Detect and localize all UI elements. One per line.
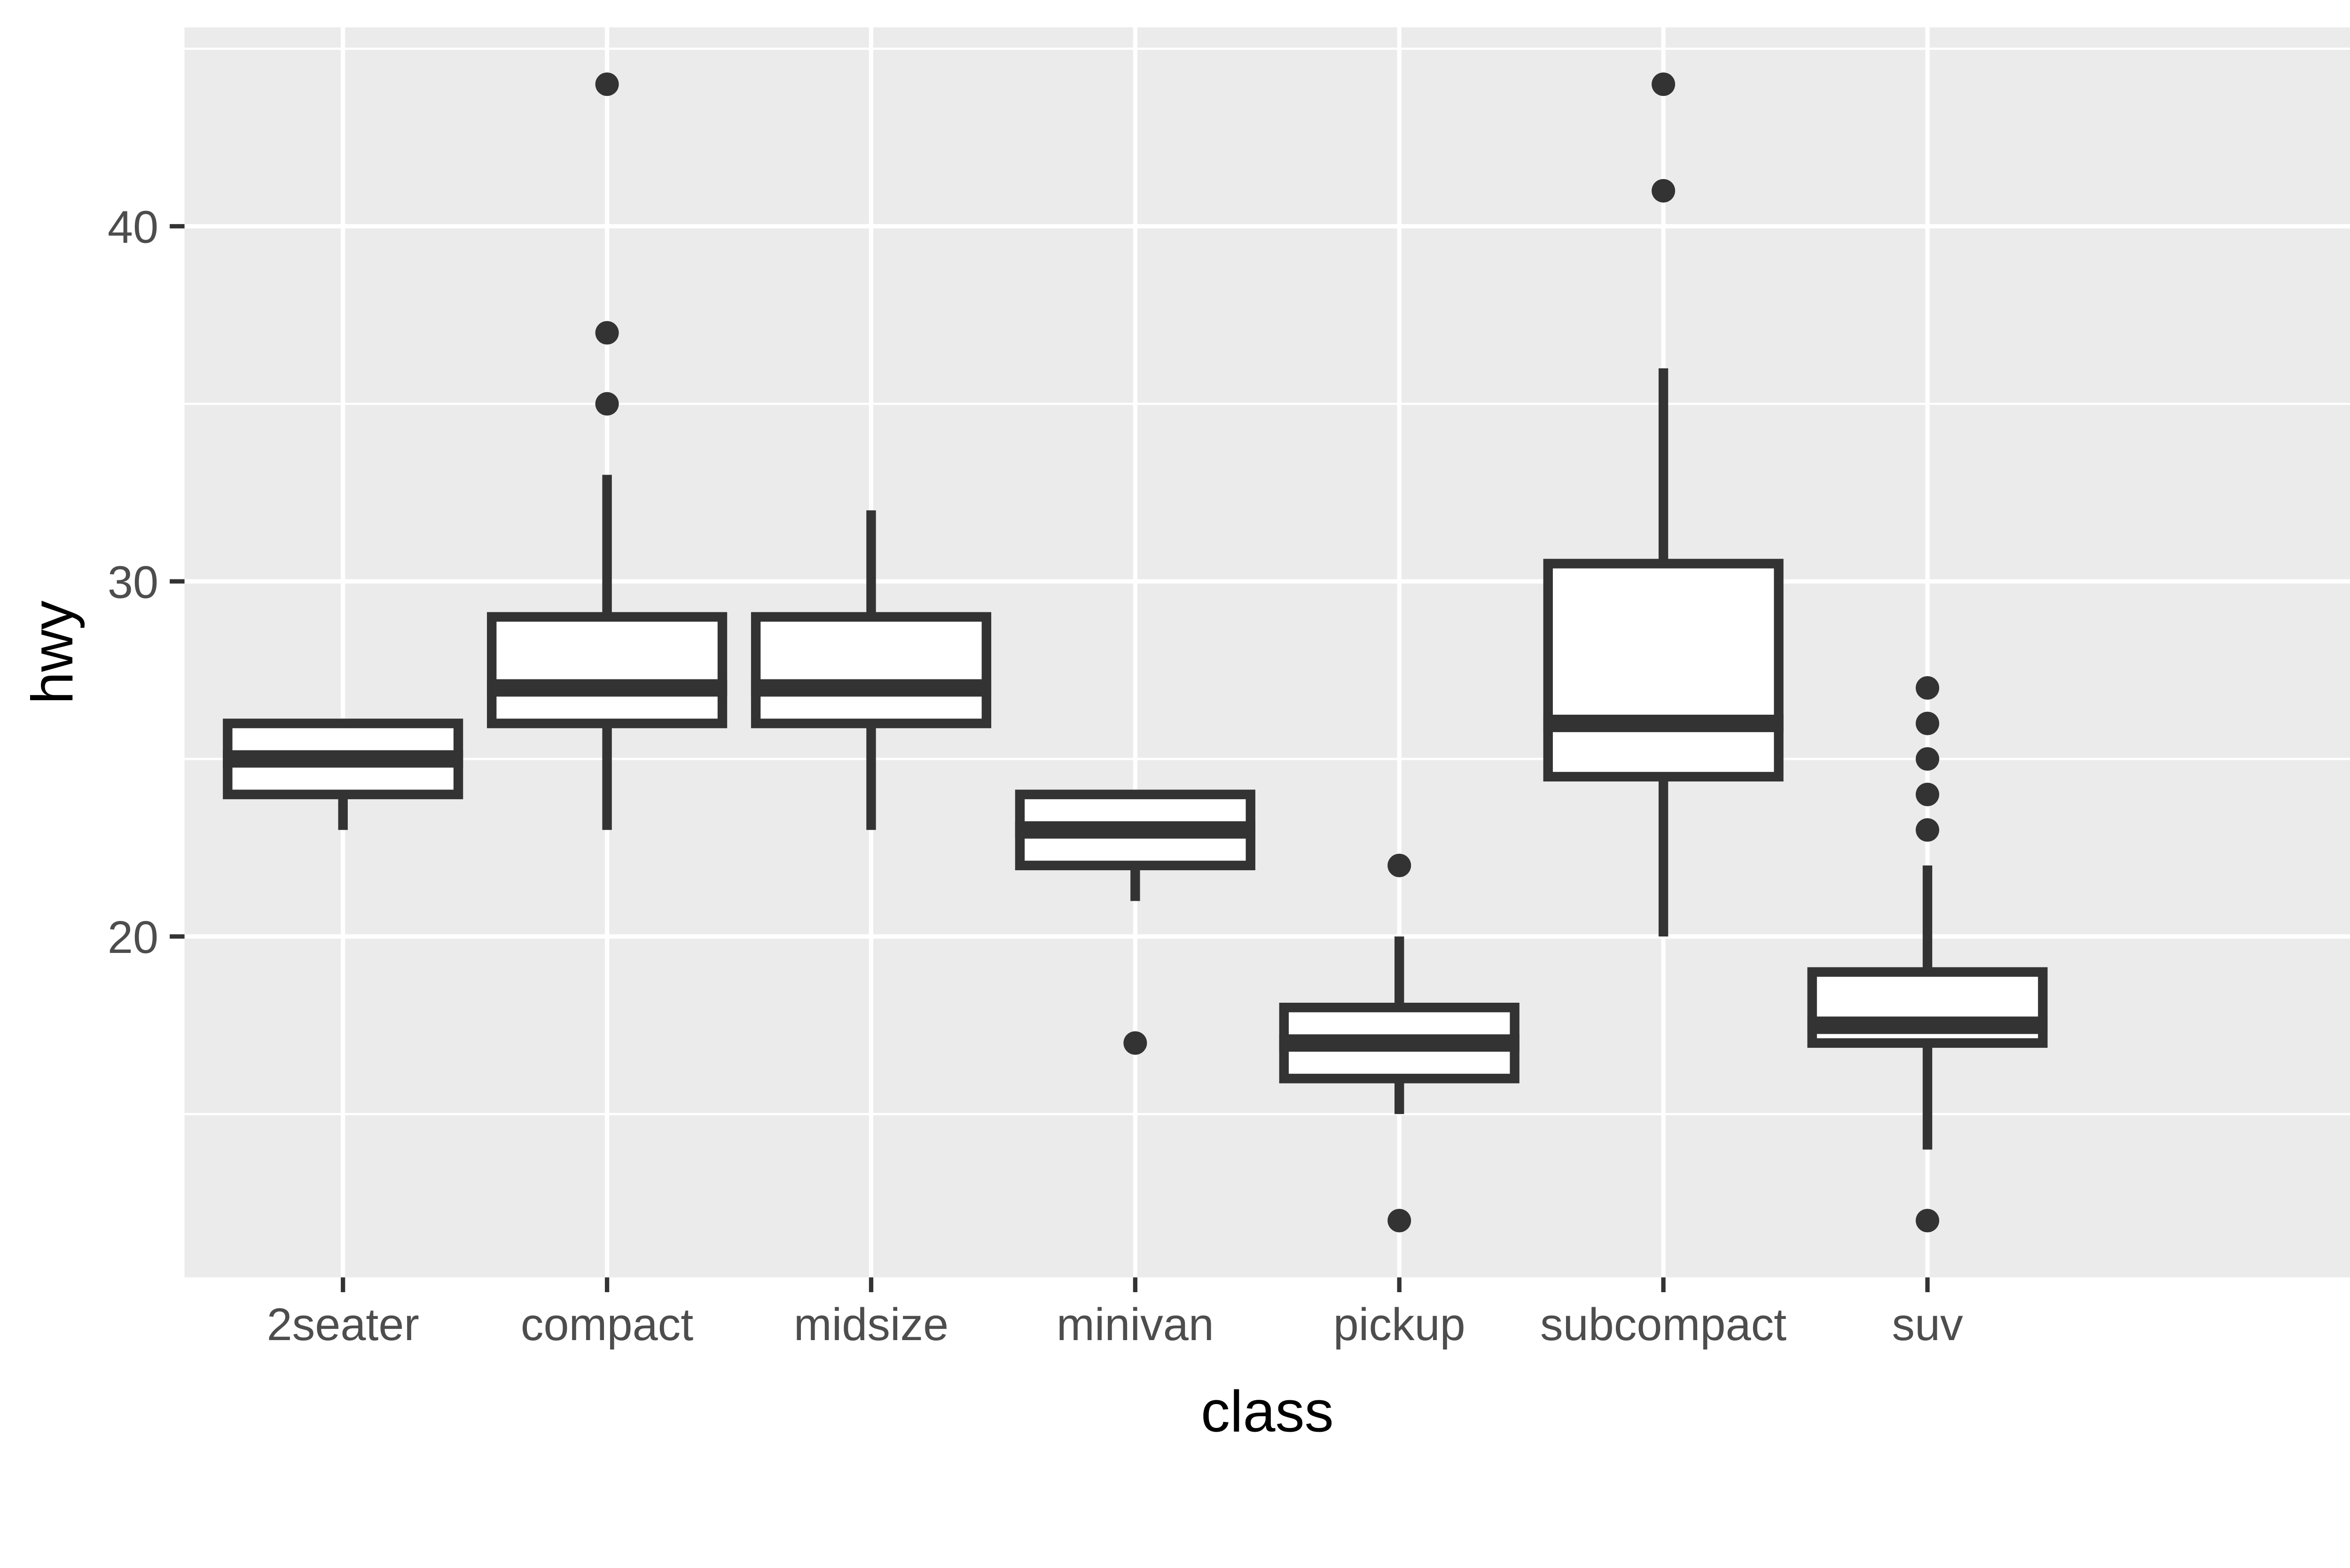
boxplot-compact: [487, 72, 728, 830]
x-tick-label-pickup: pickup: [1333, 1299, 1465, 1350]
x-tick-label-suv: suv: [1892, 1299, 1963, 1350]
y-axis-title: hwy: [20, 601, 85, 704]
boxplot-pickup: [1279, 853, 1520, 1233]
outlier-dot-compact-35: [595, 392, 619, 416]
outlier-dot-subcompact-44: [1652, 72, 1676, 96]
x-tick-label-minivan: minivan: [1057, 1299, 1214, 1350]
outlier-dot-suv-23: [1915, 818, 1939, 842]
iqr-box: [1543, 559, 1784, 782]
outlier-dot-pickup-22: [1387, 853, 1411, 877]
iqr-box: [487, 612, 728, 728]
outlier-dot-minivan-17: [1123, 1031, 1147, 1055]
x-tick-label-subcompact: subcompact: [1540, 1299, 1786, 1350]
x-tick-label-2seater: 2seater: [267, 1299, 419, 1350]
boxplot-midsize: [751, 510, 992, 830]
boxplot-subcompact: [1543, 72, 1784, 937]
outlier-dot-suv-12: [1915, 1209, 1939, 1233]
outlier-dot-compact-37: [595, 321, 619, 345]
outlier-dot-compact-44: [595, 72, 619, 96]
outlier-dot-suv-25: [1915, 747, 1939, 771]
boxplot-suv: [1807, 676, 2048, 1233]
iqr-box: [751, 612, 992, 728]
ggplot-boxplot-figure: 20 30 40 2seater compact midsize minivan pickup…: [20, 27, 2350, 1444]
outlier-dot-suv-26: [1915, 711, 1939, 735]
y-tick-label-30: 30: [108, 556, 158, 608]
y-tick-label-20: 20: [108, 912, 158, 963]
outlier-dot-subcompact-41: [1652, 179, 1676, 203]
x-tick-label-midsize: midsize: [794, 1299, 949, 1350]
x-axis-title: class: [1201, 1379, 1334, 1444]
outlier-dot-suv-27: [1915, 676, 1939, 700]
outlier-dot-suv-24: [1915, 782, 1939, 806]
boxplot-minivan: [1015, 789, 1255, 1055]
y-tick-label-40: 40: [108, 202, 158, 253]
boxplot-2seater: [223, 718, 463, 830]
x-tick-label-compact: compact: [521, 1299, 693, 1350]
hwy-by-class-boxplot-chart: 20 30 40 2seater compact midsize minivan pickup…: [20, 27, 2350, 1444]
outlier-dot-pickup-12: [1387, 1209, 1411, 1233]
